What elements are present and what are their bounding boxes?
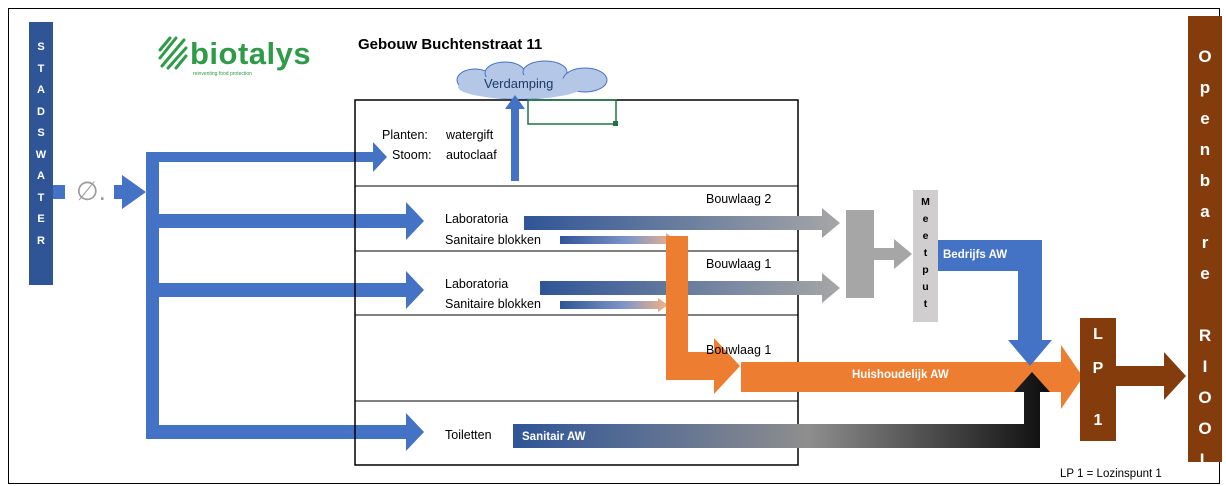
huishoudelijk-aw-label: Huishoudelijk AW	[852, 369, 949, 381]
stadswater-letter: A	[37, 170, 45, 182]
room-laboratoria-1: Laboratoria	[445, 277, 509, 291]
branch-arrow-top	[159, 142, 387, 172]
stoom-label: Stoom:	[392, 148, 432, 162]
branch-arrow-bouwlaag2	[159, 202, 424, 240]
stadswater-letter: E	[37, 213, 45, 225]
stadswater-letter: A	[37, 84, 45, 96]
meetput-letter: M	[921, 196, 930, 208]
biotalys-logo-icon	[158, 36, 188, 70]
stadswater-letter: T	[37, 62, 45, 75]
planten-value: watergift	[446, 128, 494, 142]
floor-label-bouwlaag2: Bouwlaag 2	[706, 192, 772, 206]
room-sanitaire-2: Sanitaire blokken	[445, 233, 541, 247]
riool-letter: O	[1198, 419, 1212, 438]
meetput-letter: u	[922, 281, 929, 293]
bedrijfs-aw-label: Bedrijfs AW	[943, 249, 1008, 261]
riool-letter: e	[1200, 264, 1210, 283]
lp1-letter: P	[1092, 360, 1104, 377]
meetput-letter: e	[922, 230, 929, 242]
stadswater-letter: D	[37, 105, 45, 118]
room-laboratoria-2: Laboratoria	[445, 212, 509, 226]
lp1-letter: L	[1093, 326, 1103, 343]
lab-outflow-2	[524, 208, 840, 238]
sanitary-outflow-1	[560, 298, 668, 312]
sanitair-aw-label: Sanitair AW	[522, 431, 586, 443]
meetput-letter: t	[923, 247, 928, 259]
lab-outflow-1	[540, 273, 840, 303]
floor-label-bouwlaag1: Bouwlaag 1	[706, 257, 772, 271]
sanitair-aw-arrow	[513, 372, 1050, 448]
orange-collector	[666, 236, 740, 394]
evaporation-cloud	[456, 60, 608, 100]
gray-merge	[846, 210, 874, 298]
meetput-box	[913, 190, 938, 322]
bedrijfs-aw-band	[938, 240, 1042, 271]
riool-letter: e	[1200, 109, 1210, 128]
bedrijfs-aw-arrow	[1008, 271, 1052, 366]
logo-text: biotalys	[190, 36, 312, 71]
supply-arrow	[114, 175, 146, 209]
openbare-riool-column	[1188, 16, 1222, 462]
selection-handle	[613, 121, 618, 126]
sanitary-outflow-2	[560, 233, 676, 247]
huishoudelijk-arrow	[741, 345, 1083, 409]
lp1-box	[1080, 318, 1116, 441]
logo-tagline: reinventing food protection	[193, 71, 252, 77]
evaporation-arrow	[505, 95, 525, 181]
riool-letter: r	[1201, 233, 1209, 252]
riool-letter: I	[1202, 357, 1208, 376]
evaporation-label: Verdamping	[484, 76, 554, 91]
stadswater-letter: S	[37, 41, 45, 53]
riool-letter: p	[1199, 78, 1211, 97]
selection-rectangle	[527, 99, 617, 125]
planten-label: Planten:	[382, 128, 428, 142]
stoom-value: autoclaaf	[446, 148, 497, 162]
stadswater-column	[29, 22, 53, 285]
riool-letter: R	[1198, 326, 1212, 345]
riool-letter: n	[1199, 140, 1211, 159]
riool-letter: O	[1198, 388, 1212, 407]
water-meter-symbol: ∅.	[76, 176, 106, 206]
riool-letter: O	[1198, 47, 1212, 66]
supply-connector	[53, 185, 65, 199]
footnote: LP 1 = Lozinspunt 1	[1060, 468, 1162, 480]
stadswater-letter: S	[37, 127, 45, 139]
floor-label-bouwlaag1-lower: Bouwlaag 1	[706, 343, 772, 357]
riool-letter: L	[1199, 450, 1211, 469]
stadswater-letter: T	[37, 191, 45, 204]
meetput-letter: t	[923, 298, 928, 310]
page-title: Gebouw Buchtenstraat 11	[358, 36, 543, 53]
lp1-letter: 1	[1093, 412, 1103, 429]
lp1-arrow	[1116, 352, 1186, 400]
room-toiletten: Toiletten	[445, 428, 492, 442]
branch-arrow-toilets	[159, 413, 424, 451]
gray-merge-arrow	[874, 239, 912, 269]
riool-letter: a	[1200, 202, 1210, 221]
distribution-main	[146, 152, 159, 439]
branch-arrow-bouwlaag1	[159, 271, 424, 309]
stadswater-letter: W	[35, 148, 47, 161]
riool-letter: b	[1199, 171, 1211, 190]
meetput-letter: e	[922, 213, 929, 225]
room-sanitaire-1: Sanitaire blokken	[445, 297, 541, 311]
stadswater-letter: R	[37, 234, 45, 247]
meetput-letter: p	[922, 264, 929, 276]
